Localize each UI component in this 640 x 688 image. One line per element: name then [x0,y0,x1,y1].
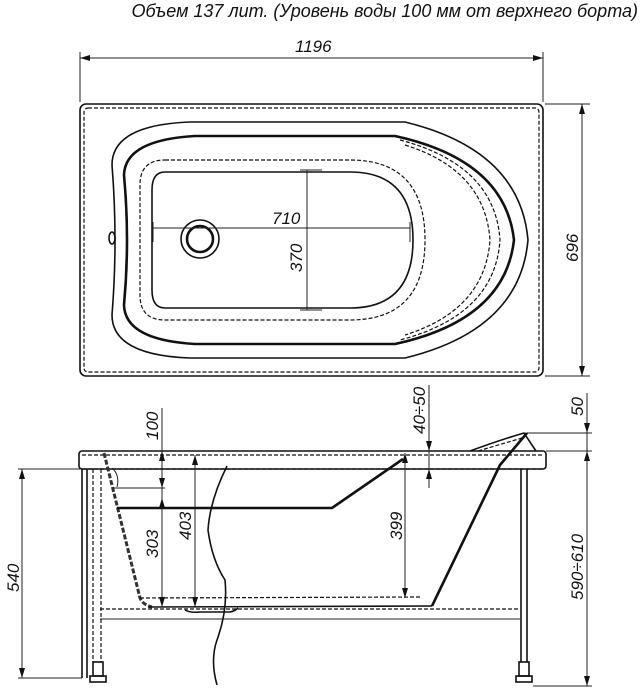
dim-rim-thickness: 40÷50 [410,386,429,434]
dim-headrest-height: 50 [568,397,587,416]
side-view: 540 100 303 403 399 40÷50 50 [4,385,592,687]
dim-overall-length: 1196 [295,37,332,56]
dim-depth-drain: 303 [143,529,162,558]
dim-depth-full: 403 [176,511,195,540]
top-view: 1196 710 370 696 [79,37,590,377]
dim-inner-length: 710 [272,209,301,228]
dim-water-level: 100 [143,411,162,440]
drawing-title: Объем 137 лит. (Уровень воды 100 мм от в… [131,1,638,21]
dim-overall-width: 696 [563,233,582,262]
dim-depth-center: 399 [387,511,406,540]
dim-rim-height-right: 590÷610 [568,533,587,600]
dim-inner-width: 370 [287,243,306,272]
dim-rim-height-left: 540 [4,563,23,592]
